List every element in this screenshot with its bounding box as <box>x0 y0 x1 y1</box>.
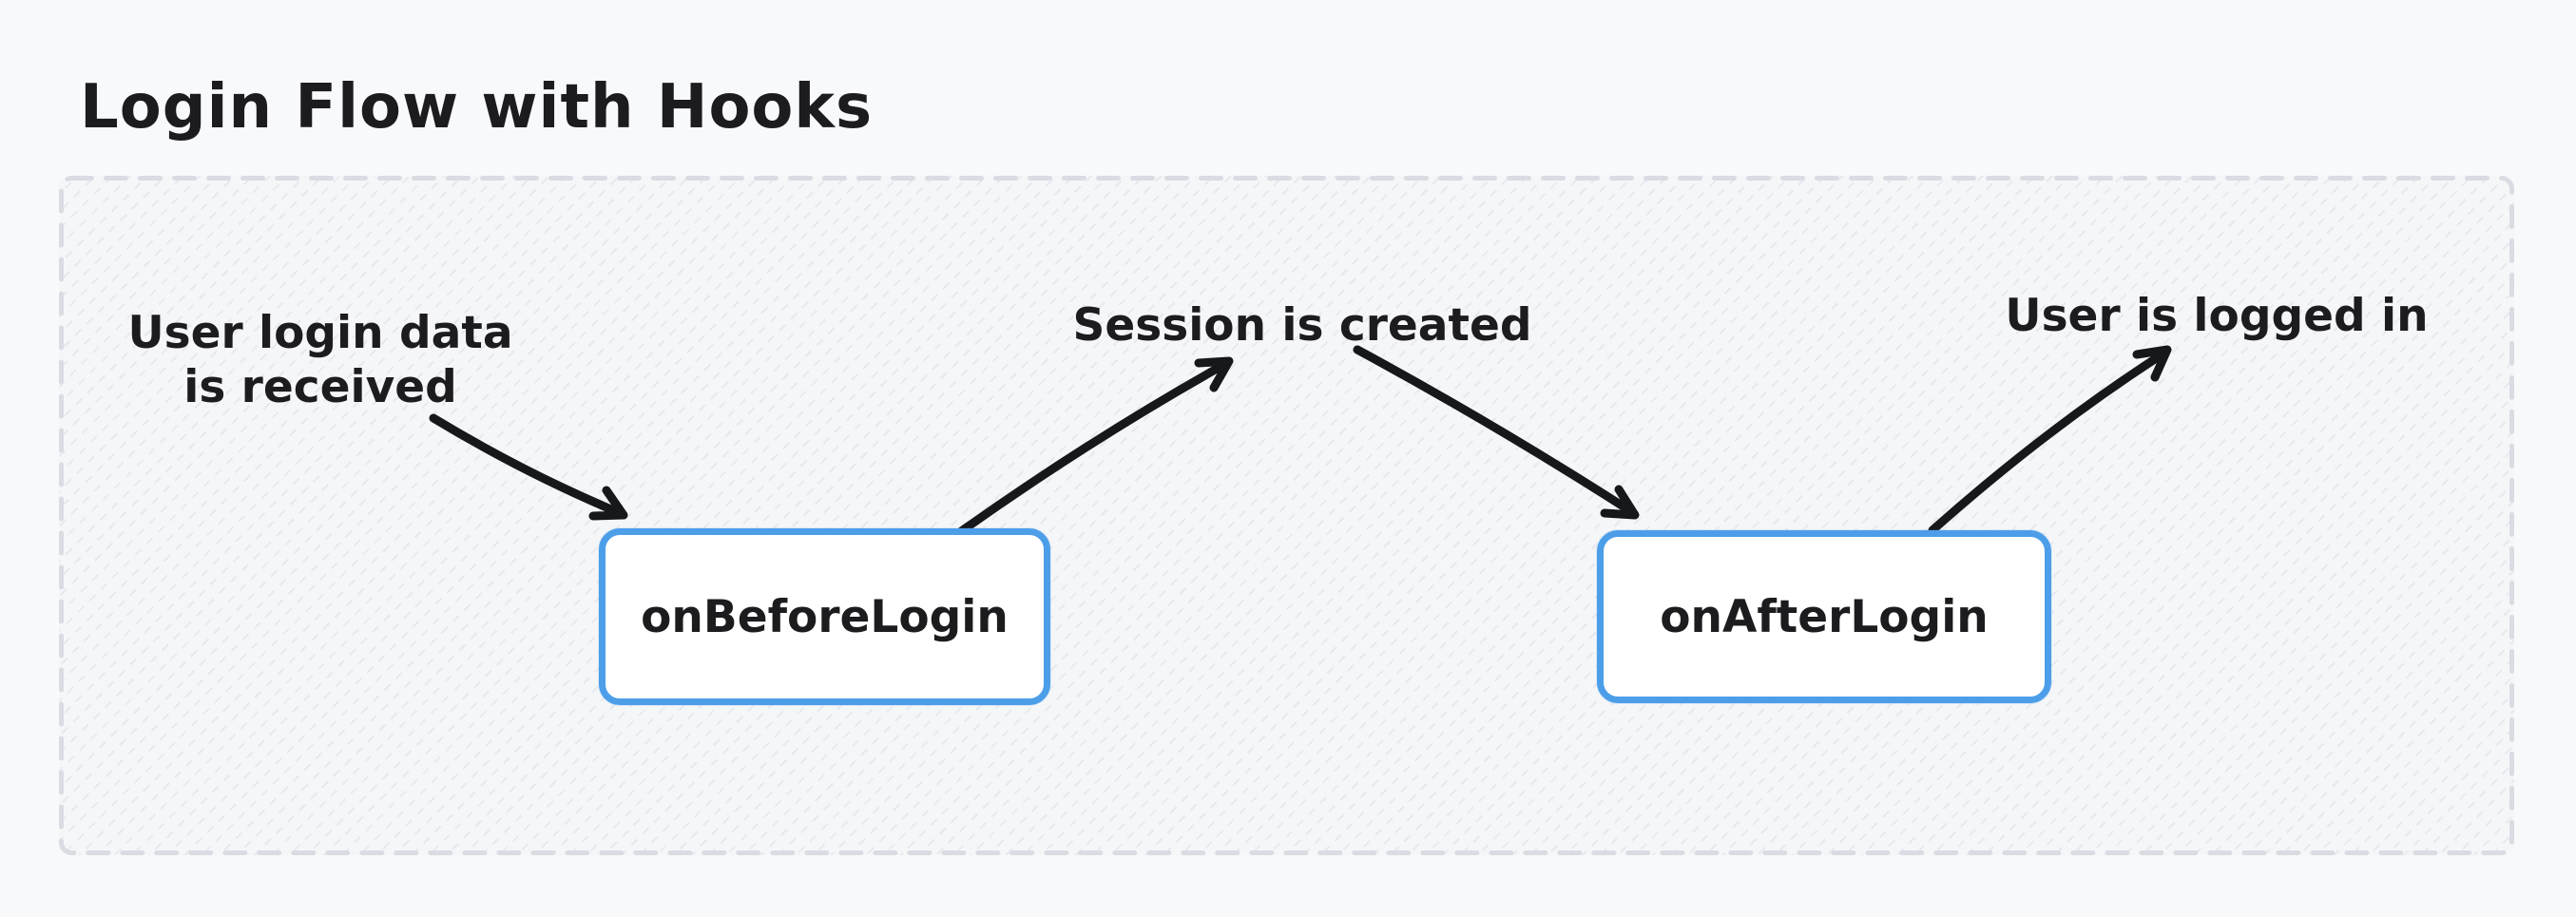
diagram-title: Login Flow with Hooks <box>80 72 874 143</box>
node-label: onAfterLogin <box>1660 590 1989 643</box>
annotation-line: is received <box>183 361 457 413</box>
annotation-user-logged-in: User is logged in <box>2005 290 2429 342</box>
node-onafterlogin: onAfterLogin <box>1597 530 2051 703</box>
annotation-line: User login data <box>127 307 513 359</box>
flow-container <box>59 176 2514 855</box>
node-onbeforelogin: onBeforeLogin <box>599 528 1050 705</box>
annotation-session-created: Session is created <box>1072 299 1532 352</box>
node-label: onBeforeLogin <box>641 590 1009 643</box>
annotation-user-login-data: User login data is received <box>54 306 586 414</box>
